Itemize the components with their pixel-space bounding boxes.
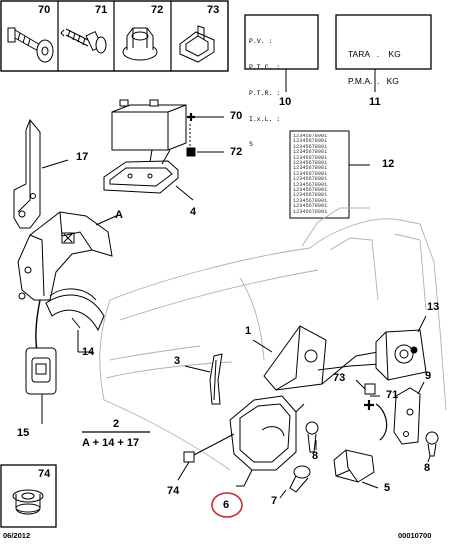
square-marker — [183, 451, 195, 463]
flange-nut-icon — [122, 27, 158, 61]
filler-cap-13 — [375, 329, 427, 381]
plus-marker — [187, 113, 195, 121]
screw-icon — [60, 28, 107, 54]
callout-15: 15 — [17, 427, 30, 439]
header-part-73-label: 73 — [207, 4, 220, 16]
screw-icon — [289, 465, 311, 493]
callout-8: 8 — [424, 462, 431, 474]
callout-72: 72 — [230, 146, 243, 158]
label-12-row: 12345678901 — [293, 154, 328, 161]
label-12-row: 12345678901 — [293, 170, 328, 177]
callout-3: 3 — [174, 355, 181, 367]
panel-10-line: S — [249, 141, 253, 149]
callout-12: 12 — [382, 158, 395, 170]
panel-10-line: P.V. : — [249, 38, 273, 46]
plus-marker — [364, 400, 374, 410]
callout-1: 1 — [245, 325, 252, 337]
bolt-icon — [7, 27, 54, 63]
label-12-row: 12345678901 — [293, 134, 328, 139]
plate-11-text: TARA . KG P.M.A. . KG — [348, 32, 401, 95]
label-12-row: 12345678901 — [293, 138, 328, 145]
filler-guide-6 — [229, 395, 305, 487]
label-12-row: 12345678901 — [293, 181, 328, 188]
plate-row: P.M.A. . KG — [348, 76, 399, 86]
clip-icon — [305, 421, 319, 453]
grommet-icon — [12, 489, 44, 515]
label-12-row: 12345678901 — [293, 203, 328, 210]
label-12-row: 12345678901 — [293, 160, 328, 167]
footer-date: 06/2012 — [3, 531, 31, 540]
callout-13: 13 — [427, 301, 440, 313]
callout-73: 73 — [333, 372, 346, 384]
footer-reference: 00010700 — [398, 531, 432, 540]
clip-icon — [425, 431, 439, 457]
label-12-row: 12345678901 — [293, 197, 328, 204]
plate-11 — [335, 14, 432, 70]
label-12-row: 12345678901 — [293, 187, 328, 194]
pad-15 — [25, 347, 57, 395]
bracket-9 — [393, 387, 421, 445]
corner-part-frame — [0, 464, 57, 528]
label-panel-10 — [244, 14, 319, 70]
strip-3 — [209, 353, 223, 405]
assembly-formula: A + 14 + 17 — [82, 437, 140, 449]
callout-14: 14 — [82, 346, 95, 358]
label-12-row: 12345678901 — [293, 208, 328, 215]
header-part-71-label: 71 — [95, 4, 108, 16]
callout-7: 7 — [271, 495, 278, 507]
callout-8: 8 — [312, 450, 319, 462]
plate-row: TARA . KG — [348, 49, 401, 59]
clip-box-5 — [333, 449, 375, 483]
callout-74: 74 — [167, 485, 180, 497]
callout-10: 10 — [279, 96, 292, 108]
battery-icon — [111, 99, 187, 151]
callout-11: 11 — [369, 96, 381, 108]
vehicle-body-outline — [99, 207, 447, 471]
label-12-row: 12345678901 — [293, 192, 328, 199]
callout-5: 5 — [384, 482, 391, 494]
panel-10-line: I.x.L. : — [249, 115, 281, 123]
highlight-circle — [211, 492, 243, 518]
callout-17: 17 — [76, 151, 89, 163]
callout-6: 6 — [223, 499, 230, 511]
header-part-72-label: 72 — [151, 4, 164, 16]
corner-part-74-label: 74 — [38, 468, 51, 480]
callout-70: 70 — [230, 110, 243, 122]
panel-10-text: P.V. : P.T.C. : P.T.R. : I.x.L. : S — [249, 21, 280, 159]
bracket-17 — [13, 119, 41, 229]
square-marker — [186, 147, 196, 157]
panel-10-line: P.T.R. : — [249, 89, 281, 97]
label-12-row: 12345678901 — [293, 176, 328, 183]
callout-2: 2 — [113, 418, 120, 430]
label-sticker-12 — [289, 130, 350, 219]
label-12-row: 12345678901 — [293, 149, 328, 156]
battery-tray — [103, 149, 179, 194]
liner-strip-14 — [45, 288, 105, 332]
square-marker — [364, 383, 376, 395]
clip-nut-icon — [179, 25, 215, 63]
filler-housing-1 — [263, 325, 381, 391]
callout-9: 9 — [425, 370, 432, 382]
callout-4: 4 — [190, 206, 197, 218]
panel-10-line: P.T.C. : — [249, 63, 281, 71]
label-12-row: 12345678901 — [293, 165, 328, 172]
label-12-row: 12345678901 — [293, 143, 328, 150]
callout-A: A — [115, 209, 123, 221]
callout-71: 71 — [386, 389, 399, 401]
wheel-arch-assembly — [17, 211, 113, 301]
header-part-70-label: 70 — [38, 4, 51, 16]
